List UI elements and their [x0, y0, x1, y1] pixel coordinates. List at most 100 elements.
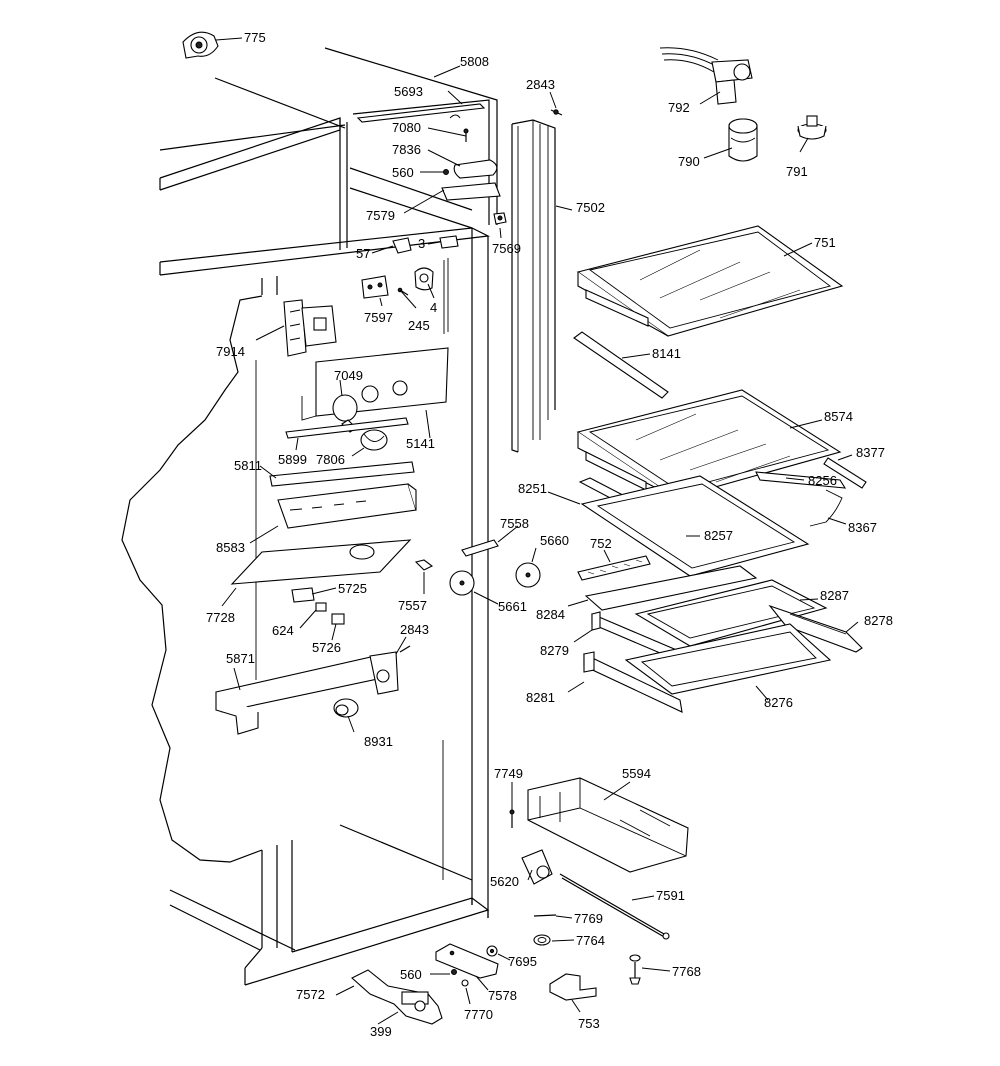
- part-7080-screw: [463, 128, 469, 142]
- callout-5808: 5808: [460, 54, 489, 69]
- part-8284-glass-pane: [584, 565, 758, 611]
- callout-792: 792: [668, 100, 690, 115]
- part-5661-roller: [449, 570, 475, 596]
- part-752-slide: [577, 555, 651, 581]
- part-7770-screw: [461, 979, 469, 987]
- callout-7578: 7578: [488, 988, 517, 1003]
- callout-7597: 7597: [364, 310, 393, 325]
- callout-8367: 8367: [848, 520, 877, 535]
- part-3-clip: [439, 235, 459, 249]
- part-2843-screw-lower: [399, 645, 411, 653]
- callout-7080: 7080: [392, 120, 421, 135]
- callout-7770: 7770: [464, 1007, 493, 1022]
- callout-560: 560: [392, 165, 414, 180]
- callout-775: 775: [244, 30, 266, 45]
- callout-5726: 5726: [312, 640, 341, 655]
- callout-labels: 775 5808 5693 2843 7080 7836 560 7579 75…: [206, 30, 893, 1039]
- callout-752: 752: [590, 536, 612, 551]
- callout-5899: 5899: [278, 452, 307, 467]
- part-7764-spring: [533, 934, 551, 946]
- part-791-filter-cap: [797, 115, 827, 140]
- cutaway-edge: [121, 295, 263, 863]
- callout-5871: 5871: [226, 651, 255, 666]
- part-775-ice-dispenser-cam: [182, 31, 219, 59]
- callout-753: 753: [578, 1016, 600, 1031]
- callout-5725: 5725: [338, 581, 367, 596]
- part-4-thermostat: [414, 267, 434, 291]
- part-5899-bracket: [285, 417, 409, 439]
- part-5141-light-shield: [301, 347, 449, 421]
- part-7597-switch: [361, 275, 389, 299]
- callout-7502: 7502: [576, 200, 605, 215]
- part-7728-light-cover: [230, 539, 412, 585]
- part-624-clip: [315, 602, 327, 612]
- part-7579-hinge-plate: [441, 182, 501, 201]
- part-57-clip: [392, 237, 412, 254]
- part-7914-control-housing: [283, 299, 337, 357]
- part-5811-trim: [269, 461, 415, 487]
- callout-5661: 5661: [498, 599, 527, 614]
- part-792-water-valve: [659, 47, 753, 105]
- callout-2843: 2843: [526, 77, 555, 92]
- callout-8278: 8278: [864, 613, 893, 628]
- part-560-screw: [443, 169, 449, 175]
- part-7569-nut: [493, 212, 507, 225]
- part-5725-clip: [291, 587, 315, 603]
- callout-791: 791: [786, 164, 808, 179]
- part-8281-bracket: [583, 651, 683, 713]
- callout-7914: 7914: [216, 344, 245, 359]
- part-7836-hinge: [453, 159, 498, 179]
- part-5594-housing: [527, 777, 689, 873]
- callout-7806: 7806: [316, 452, 345, 467]
- part-7769-pin: [533, 914, 557, 917]
- part-7591-rod: [559, 873, 670, 940]
- callout-8276: 8276: [764, 695, 793, 710]
- leader-lines: [215, 37, 859, 1025]
- part-5660-roller: [515, 562, 541, 588]
- part-7578-bracket: [435, 943, 499, 979]
- part-7695-nut: [486, 945, 498, 957]
- callout-7764: 7764: [576, 933, 605, 948]
- part-5620-damper-motor: [521, 849, 553, 885]
- callout-7572: 7572: [296, 987, 325, 1002]
- callout-7749: 7749: [494, 766, 523, 781]
- part-5871-bracket: [215, 651, 399, 735]
- callout-560-lower: 560: [400, 967, 422, 982]
- callout-5141: 5141: [406, 436, 435, 451]
- callout-245: 245: [408, 318, 430, 333]
- callout-751: 751: [814, 235, 836, 250]
- callout-7579: 7579: [366, 208, 395, 223]
- door-side-strip: [511, 119, 556, 453]
- callout-7049: 7049: [334, 368, 363, 383]
- part-7572-hinge: [351, 969, 443, 1025]
- callout-7836: 7836: [392, 142, 421, 157]
- part-8583-control-panel: [277, 483, 417, 529]
- cabinet-outline: [159, 47, 498, 986]
- callout-7557: 7557: [398, 598, 427, 613]
- part-8367-wire: [809, 489, 843, 527]
- callout-5811: 5811: [234, 458, 262, 473]
- callout-790: 790: [678, 154, 700, 169]
- part-7557-shim: [414, 559, 434, 571]
- callout-8141: 8141: [652, 346, 681, 361]
- callout-5693: 5693: [394, 84, 423, 99]
- callout-7728: 7728: [206, 610, 235, 625]
- part-8141-shelf-support: [573, 331, 669, 399]
- part-7749-screw: [509, 809, 515, 828]
- callout-399: 399: [370, 1024, 392, 1039]
- part-8257-crisper-frame: [580, 475, 810, 577]
- callout-8931: 8931: [364, 734, 393, 749]
- callout-7569: 7569: [492, 241, 521, 256]
- part-7558-rail: [461, 539, 499, 557]
- callout-8287: 8287: [820, 588, 849, 603]
- callout-7591: 7591: [656, 888, 685, 903]
- callout-8279: 8279: [540, 643, 569, 658]
- callout-8281: 8281: [526, 690, 555, 705]
- callout-5620: 5620: [490, 874, 519, 889]
- callout-8284: 8284: [536, 607, 565, 622]
- part-2843-screw: [550, 109, 563, 116]
- part-8287-crisper-cover: [634, 579, 828, 647]
- part-7768-bolt: [629, 954, 641, 985]
- callout-5594: 5594: [622, 766, 651, 781]
